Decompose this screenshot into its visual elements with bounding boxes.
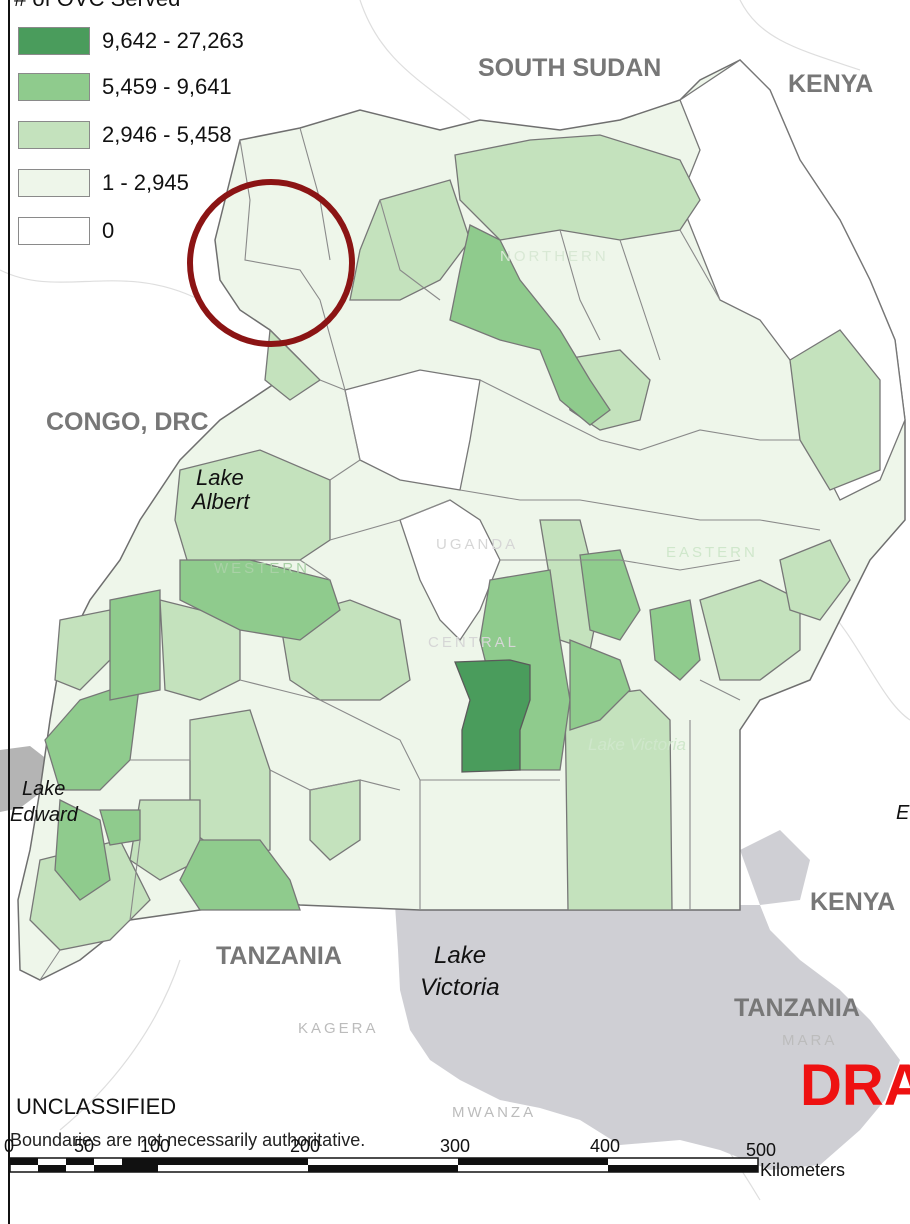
scale-unit: Kilometers [760, 1160, 846, 1180]
label-right-edge: E [896, 802, 910, 824]
label-lake-victoria-faint: Lake Victoria [588, 735, 686, 754]
label-uganda: UGANDA [436, 536, 519, 553]
scale-tick: 50 [74, 1136, 95, 1156]
scale-tick: 400 [590, 1136, 621, 1156]
legend-swatch [18, 73, 90, 101]
legend-label: 2,946 - 5,458 [102, 122, 232, 147]
legend-item: 9,642 - 27,263 [18, 26, 244, 56]
legend-item: 5,459 - 9,641 [18, 72, 232, 102]
legend-label: 0 [102, 218, 115, 243]
highlight-circle [187, 179, 355, 347]
scale-tick: 200 [290, 1136, 321, 1156]
label-mwanza: MWANZA [452, 1104, 537, 1121]
legend-swatch [18, 169, 90, 197]
legend-label: 5,459 - 9,641 [102, 74, 232, 99]
lake-victoria [395, 905, 900, 1170]
lake-edward [0, 746, 48, 812]
legend-label: 1 - 2,945 [102, 170, 189, 195]
classification-label: UNCLASSIFIED [16, 1094, 177, 1119]
legend-label: 9,642 - 27,263 [102, 28, 244, 53]
label-mara: MARA [782, 1032, 838, 1049]
label-eastern: EASTERN [666, 544, 758, 561]
disclaimer-text: Boundaries are not necessarily authorita… [10, 1130, 366, 1150]
label-lake-victoria-line2: Victoria [420, 974, 500, 1001]
legend-swatch [18, 27, 90, 55]
label-kagera: KAGERA [298, 1020, 379, 1037]
label-kenya-north: KENYA [788, 70, 874, 98]
label-south-sudan: SOUTH SUDAN [478, 54, 662, 82]
legend-item: 1 - 2,945 [18, 168, 189, 198]
scale-tick: 500 [746, 1140, 777, 1160]
label-lake-edward-line1: Lake [22, 778, 66, 800]
scale-tick: 300 [440, 1136, 471, 1156]
label-western: WESTERN [214, 560, 310, 577]
label-lake-victoria-line1: Lake [434, 942, 487, 969]
scale-tick: 100 [140, 1136, 171, 1156]
label-kenya-east: KENYA [810, 888, 896, 916]
label-central: CENTRAL [428, 634, 520, 651]
district-dark [454, 659, 531, 773]
scale-bar [9, 1157, 759, 1173]
legend-item: 2,946 - 5,458 [18, 120, 232, 150]
label-tanzania-east: TANZANIA [734, 994, 860, 1022]
label-tanzania-west: TANZANIA [216, 942, 342, 970]
draft-stamp: DRA [800, 1053, 910, 1118]
legend-swatch [18, 121, 90, 149]
label-lake-edward-line2: Edward [10, 804, 78, 826]
legend-title: # of OVC Served [14, 0, 180, 12]
districts-light [29, 134, 881, 951]
lake-victoria-bay [740, 830, 810, 905]
label-congo: CONGO, DRC [46, 408, 209, 436]
legend-item: 0 [18, 216, 114, 246]
district-lines [39, 127, 821, 981]
scale-tick: 0 [4, 1136, 15, 1156]
legend-swatch [18, 217, 90, 245]
label-northern: NORTHERN [500, 248, 609, 265]
label-lake-albert-line1: Lake [196, 465, 244, 490]
label-lake-albert-line2: Albert [192, 489, 250, 514]
